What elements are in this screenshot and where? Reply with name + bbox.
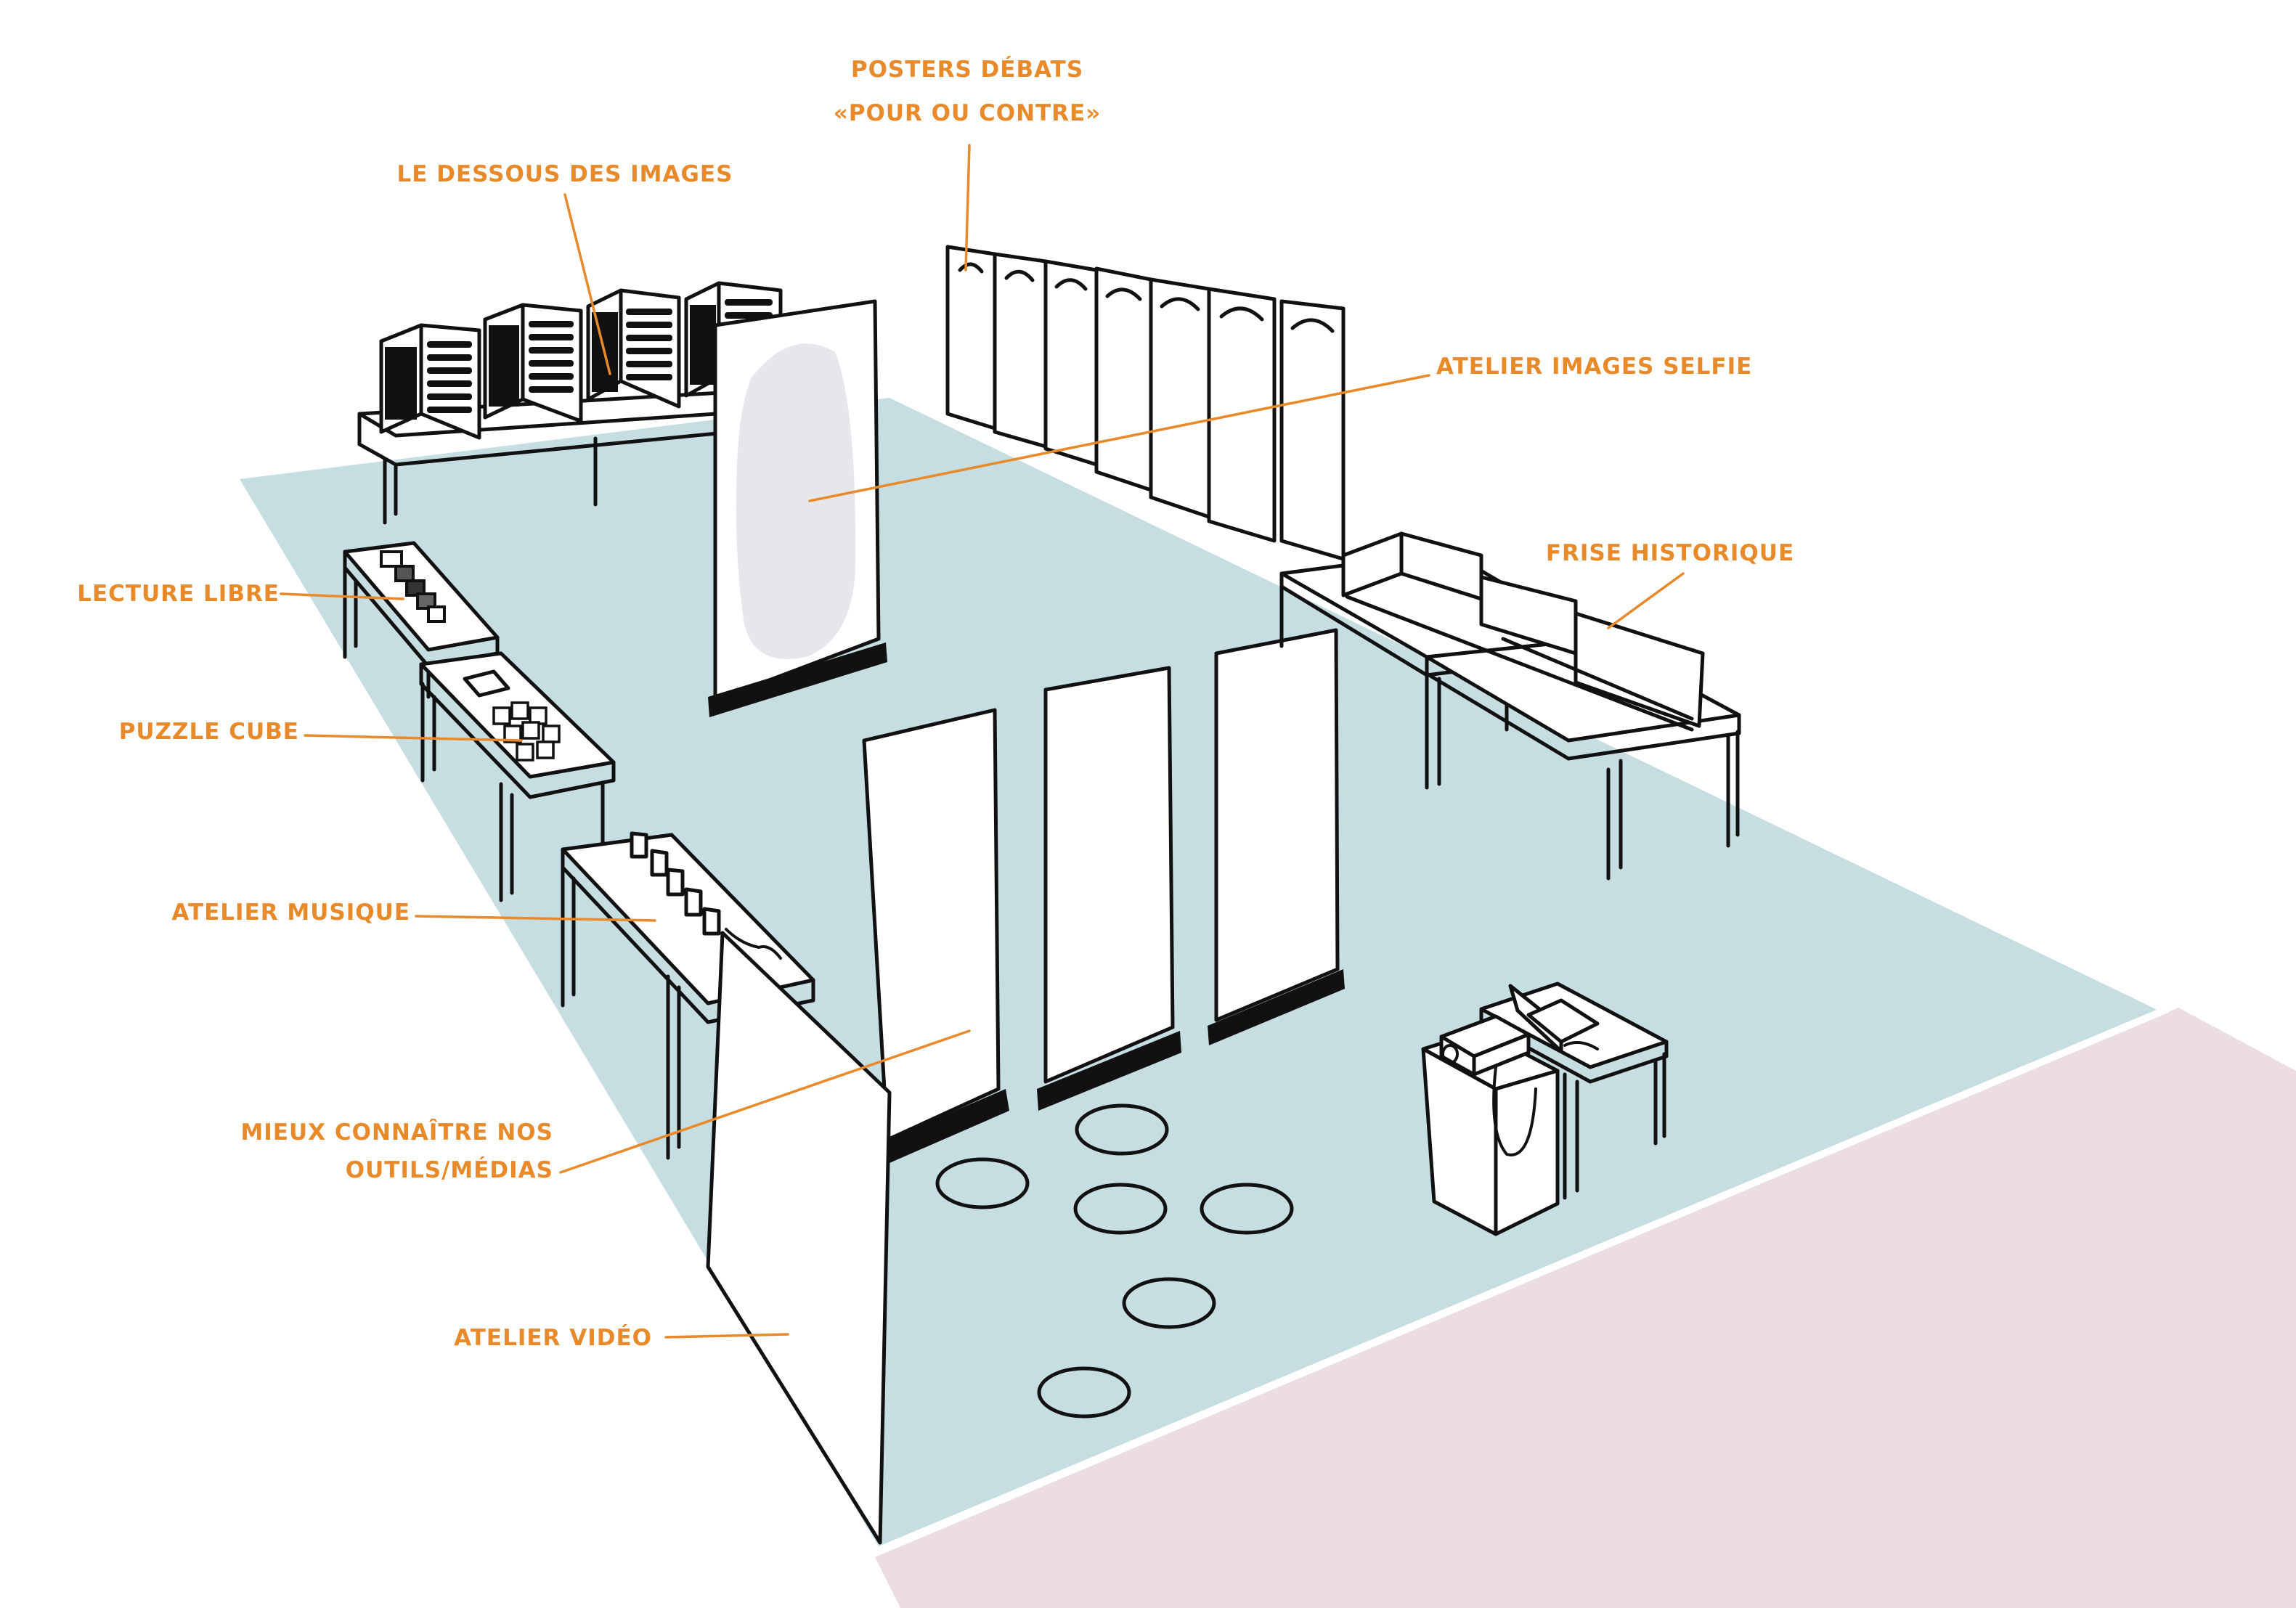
laptop-icon: [1508, 984, 1600, 1053]
corridor-area: [875, 1008, 2296, 1608]
folding-screen-1: [379, 323, 481, 440]
banner-2: [1037, 666, 1181, 1111]
seat-circle: [1037, 1366, 1131, 1419]
posters-debats-panels: [945, 245, 1346, 561]
label-frise-historique: FRISE HISTORIQUE: [1546, 540, 1794, 566]
leader-atelier-musique: [415, 915, 656, 922]
projector-icon: [1439, 1014, 1599, 1156]
folding-screen-3: [586, 288, 681, 409]
seat-circle: [1075, 1103, 1169, 1156]
diagram-labels: POSTERS DÉBATS «POUR OU CONTRE» LE DESSO…: [77, 57, 1794, 1351]
label-atelier-video: ATELIER VIDÉO: [454, 1325, 652, 1351]
leader-dessous-images: [563, 193, 611, 375]
label-mieux-connaitre: MIEUX CONNAÎTRE NOS: [240, 1119, 553, 1146]
floor-edge-line: [874, 1005, 2169, 1556]
selfie-mirror-stand: [708, 299, 887, 717]
poster-panel: [1149, 277, 1211, 519]
projection-station: [1421, 981, 1669, 1236]
leader-images-selfie: [808, 374, 1430, 502]
label-puzzle-cube: PUZZLE CUBE: [119, 719, 299, 745]
seat-circle: [1200, 1183, 1294, 1235]
seat-circle: [1122, 1277, 1216, 1329]
label-pour-ou-contre: «POUR OU CONTRE»: [834, 100, 1102, 126]
frise-historique-tables: [1279, 531, 1741, 881]
poster-panel: [1043, 259, 1099, 467]
leader-puzzle-cube: [304, 734, 523, 742]
selfie-mirror: [736, 343, 856, 659]
poster-panel: [945, 245, 997, 430]
video-wall-panel: [706, 931, 892, 1545]
puzzle-cubes: [492, 701, 561, 762]
leader-posters: [964, 144, 971, 272]
book-stack: [380, 550, 446, 623]
puzzle-cube-table: [419, 651, 616, 902]
music-devices: [630, 831, 782, 960]
seat-circle: [935, 1157, 1030, 1209]
folding-screen-2: [483, 303, 583, 423]
label-lecture-libre: LECTURE LIBRE: [77, 581, 280, 607]
floor-seating-circles: [935, 1103, 1294, 1419]
poster-panel: [1207, 287, 1277, 543]
label-dessous-images: LE DESSOUS DES IMAGES: [397, 161, 733, 187]
label-leaders: [280, 144, 1685, 1339]
poster-panel: [1094, 266, 1153, 492]
poster-panel: [993, 252, 1048, 449]
label-images-selfie: ATELIER IMAGES SELFIE: [1436, 354, 1752, 380]
banner-3: [1208, 628, 1345, 1045]
timeline-panels: [1341, 531, 1705, 732]
label-atelier-musique: ATELIER MUSIQUE: [171, 899, 410, 926]
leader-lecture-libre: [280, 592, 404, 600]
poster-panel: [1279, 299, 1346, 561]
label-posters-debats: POSTERS DÉBATS: [851, 57, 1083, 83]
leader-mieux-connaitre: [559, 1029, 971, 1174]
leader-frise-historique: [1607, 572, 1685, 629]
label-outils-medias: OUTILS/MÉDIAS: [346, 1157, 553, 1183]
leader-atelier-video: [664, 1333, 789, 1339]
seat-circle: [1073, 1183, 1168, 1235]
